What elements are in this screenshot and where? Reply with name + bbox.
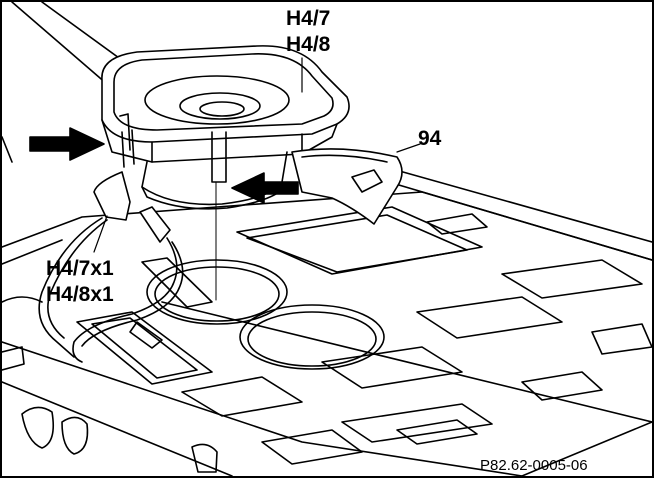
cover-part [291, 148, 403, 225]
connector-label-h4-7x1: H4/7x1 [46, 257, 114, 280]
left-arrow-icon [29, 127, 105, 161]
wiring-harness [38, 171, 184, 363]
speaker-label-h4-7: H4/7 [286, 7, 331, 30]
speaker-openings [146, 259, 385, 370]
figure-reference: P82.62-0005-06 [480, 457, 588, 474]
speaker-label-h4-8: H4/8 [286, 33, 331, 56]
cover-label-94: 94 [418, 127, 442, 150]
panel-recesses [2, 206, 652, 473]
speaker-assembly [101, 45, 350, 210]
right-arrow-icon [231, 172, 299, 204]
connector-label-h4-8x1: H4/8x1 [46, 283, 114, 306]
connector-leader-line [93, 215, 108, 253]
cover-leader-line [396, 143, 421, 153]
